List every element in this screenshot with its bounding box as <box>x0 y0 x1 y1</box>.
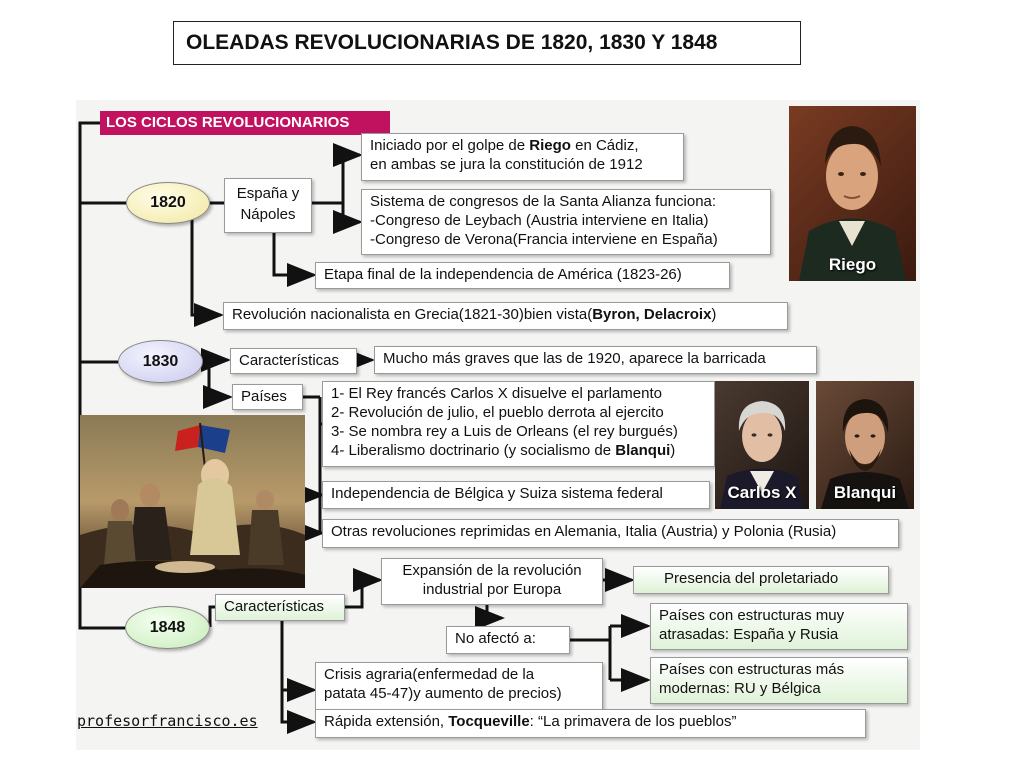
page-title: OLEADAS REVOLUCIONARIAS DE 1820, 1830 Y … <box>173 21 801 65</box>
congresos-line2: -Congreso de Leybach (Austria interviene… <box>370 212 709 229</box>
caracteristicas-1830-box: Características <box>230 348 357 374</box>
congresos-line3: -Congreso de Verona(Francia interviene e… <box>370 231 718 248</box>
year-1848-node: 1848 <box>125 606 210 649</box>
expansion-line2: industrial por Europa <box>422 581 562 598</box>
carlos-figure-icon <box>720 401 804 509</box>
belgica-box: Independencia de Bélgica y Suiza sistema… <box>322 481 710 509</box>
riego-line2: en ambas se jura la constitución de 1912 <box>370 156 643 173</box>
no-afecto-box: No afectó a: <box>446 626 570 654</box>
congresos-line1: Sistema de congresos de la Santa Alianza… <box>370 193 717 210</box>
crisis-line1: Crisis agraria(enfermedad de la <box>324 666 535 683</box>
riego-portrait: Riego <box>789 106 916 281</box>
francia-line3: 3- Se nombra rey a Luis de Orleans (el r… <box>331 423 678 440</box>
francia-box: 1- El Rey francés Carlos X disuelve el p… <box>322 381 715 467</box>
section-banner: LOS CICLOS REVOLUCIONARIOS <box>100 111 390 135</box>
rapida-box: Rápida extensión, Tocqueville: “La prima… <box>315 709 866 738</box>
riego-caption: Riego <box>828 255 877 274</box>
graves-box: Mucho más graves que las de 1920, aparec… <box>374 346 817 374</box>
blanqui-figure-icon <box>821 399 909 509</box>
expansion-line1: Expansión de la revolución <box>402 562 582 579</box>
modernas-line2: modernas: RU y Bélgica <box>659 680 821 697</box>
atrasadas-box: Países con estructuras muy atrasadas: Es… <box>650 603 908 650</box>
year-1830-node: 1830 <box>118 340 203 383</box>
grecia-box: Revolución nacionalista en Grecia(1821-3… <box>223 302 788 330</box>
crisis-line2: patata 45-47)y aumento de precios) <box>324 685 562 702</box>
francia-line1: 1- El Rey francés Carlos X disuelve el p… <box>331 385 662 402</box>
atrasadas-line1: Países con estructuras muy <box>659 607 845 624</box>
espana-napoles-line1: España y <box>236 185 300 202</box>
francia-line4: 4- Liberalismo doctrinario (y socialismo… <box>331 442 676 459</box>
francia-line2: 2- Revolución de julio, el pueblo derrot… <box>331 404 664 421</box>
riego-figure-icon <box>799 126 906 281</box>
atrasadas-line2: atrasadas: España y Rusia <box>659 626 839 643</box>
liberty-painting-icon <box>80 415 305 588</box>
crisis-box: Crisis agraria(enfermedad de la patata 4… <box>315 662 603 710</box>
riego-line1: Iniciado por el golpe de Riego en Cádiz, <box>370 137 639 154</box>
year-1820-node: 1820 <box>126 182 210 224</box>
espana-napoles-box: España y Nápoles <box>224 178 312 233</box>
modernas-line1: Países con estructuras más <box>659 661 845 678</box>
caracteristicas-1848-box: Características <box>215 594 345 621</box>
carlos-portrait: Carlos X <box>715 381 809 509</box>
liberty-painting-image <box>80 415 305 588</box>
expansion-box: Expansión de la revolución industrial po… <box>381 558 603 605</box>
proletariado-box: Presencia del proletariado <box>633 566 889 594</box>
credit-text: profesorfrancisco.es <box>77 712 258 730</box>
modernas-box: Países con estructuras más modernas: RU … <box>650 657 908 704</box>
riego-box: Iniciado por el golpe de Riego en Cádiz,… <box>361 133 684 181</box>
blanqui-caption: Blanqui <box>833 483 897 502</box>
otras-box: Otras revoluciones reprimidas en Alemani… <box>322 519 899 548</box>
paises-box: Países <box>232 384 303 410</box>
blanqui-portrait: Blanqui <box>816 381 914 509</box>
espana-napoles-line2: Nápoles <box>240 206 296 223</box>
congresos-box: Sistema de congresos de la Santa Alianza… <box>361 189 771 255</box>
america-box: Etapa final de la independencia de Améri… <box>315 262 730 289</box>
carlos-caption: Carlos X <box>727 483 797 502</box>
